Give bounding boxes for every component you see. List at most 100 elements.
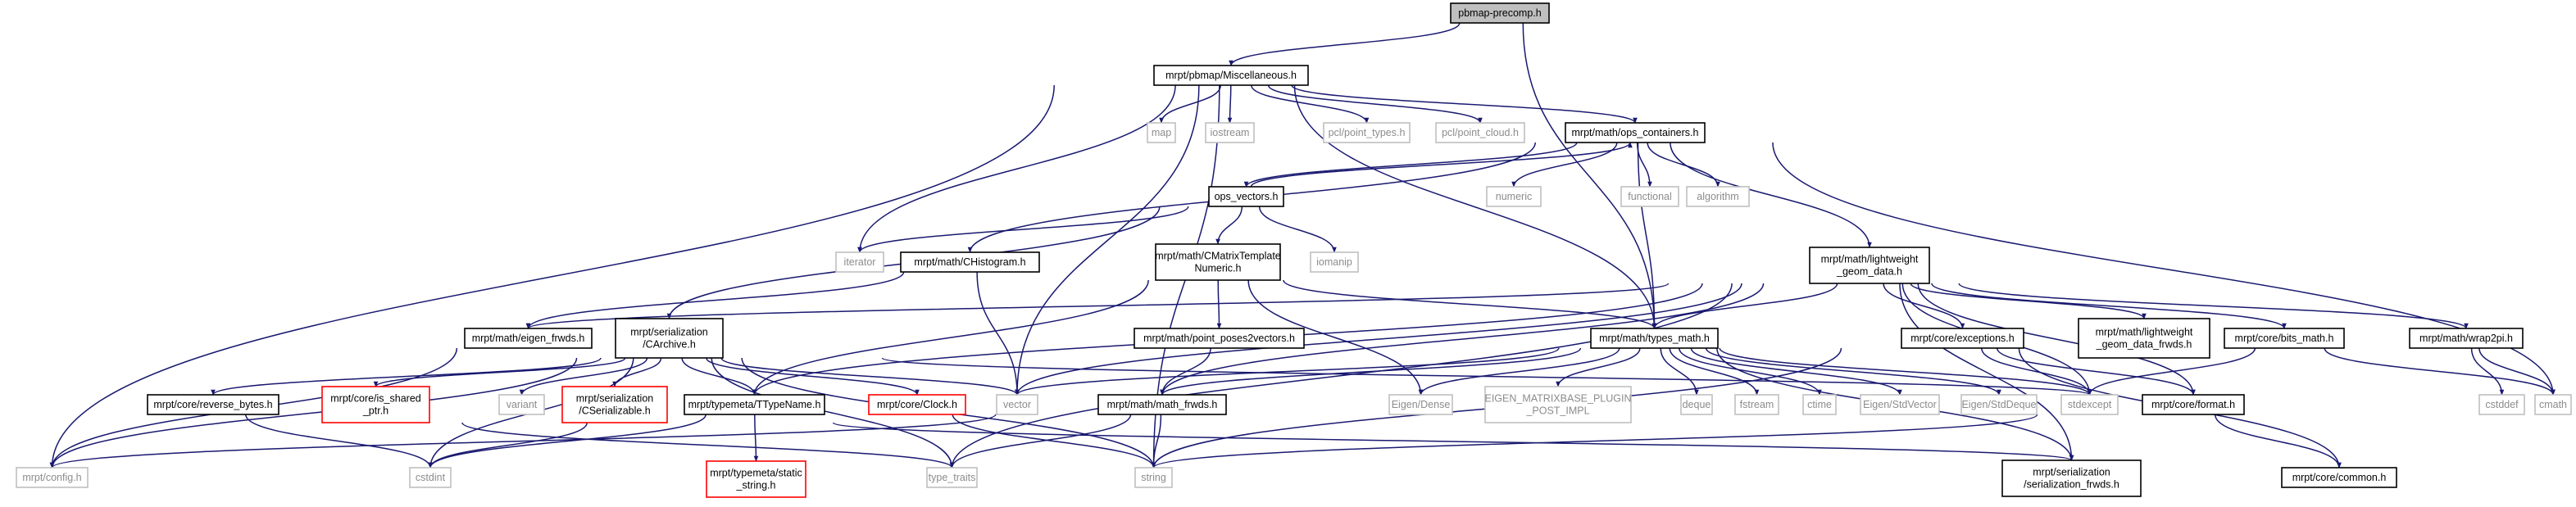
edge-line <box>1670 142 1872 248</box>
edge-carchive-to-variant <box>519 357 648 396</box>
node-lwgdfwd[interactable]: mrpt/math/lightweight_geom_data_frwds.h <box>2078 318 2210 359</box>
node-iostream: iostream <box>1205 122 1255 143</box>
edge-line <box>526 283 1670 329</box>
node-label: fstream <box>1740 399 1774 410</box>
node-ttypename[interactable]: mrpt/typemeta/TTypeName.h <box>684 394 825 415</box>
edge-line <box>1669 347 1760 396</box>
node-chist[interactable]: mrpt/math/CHistogram.h <box>900 251 1040 273</box>
edge-clock-to-string <box>952 414 1156 469</box>
node-cstdint: cstdint <box>409 467 452 488</box>
node-isshared[interactable]: mrpt/core/is_shared_ptr.h <box>321 386 430 423</box>
node-box <box>1620 186 1679 207</box>
node-label: _geom_data.h <box>1836 266 1902 278</box>
node-label: iterator <box>844 256 876 268</box>
node-label: map <box>1152 127 1171 138</box>
node-box <box>1323 122 1411 143</box>
edge-lwgd-to-typetraits <box>949 283 1733 469</box>
edge-opscont-to-typesmath <box>1637 142 1657 329</box>
edge-opscont-to-numeric <box>1511 142 1618 188</box>
edge-misc-to-opscont <box>1291 84 1638 124</box>
node-box <box>1208 186 1284 207</box>
node-box <box>2142 394 2245 415</box>
edge-wrap2pi-to-cmath <box>2478 347 2556 396</box>
edge-lwgd-to-eigfwd <box>526 283 1670 329</box>
node-box <box>996 394 1038 415</box>
edge-carchive-to-isshared <box>373 357 626 387</box>
node-label: _ptr.h <box>362 405 388 417</box>
node-root[interactable]: pbmap-precomp.h <box>1450 2 1550 24</box>
node-bitsmath[interactable]: mrpt/core/bits_math.h <box>2224 328 2345 349</box>
edge-line <box>1996 347 2196 396</box>
node-label: string <box>1141 472 1166 483</box>
edge-typesmath-to-mathfwd <box>1160 347 1582 396</box>
node-wrap2pi[interactable]: mrpt/math/wrap2pi.h <box>2409 328 2524 349</box>
node-misc[interactable]: mrpt/pbmap/Miscellaneous.h <box>1153 65 1309 86</box>
edge-carchive-to-clock <box>706 357 920 396</box>
edge-root-to-misc <box>1229 22 1461 66</box>
node-label: stdexcept <box>2068 399 2112 410</box>
node-eigfwd[interactable]: mrpt/math/eigen_frwds.h <box>464 328 593 349</box>
node-typesmath[interactable]: mrpt/math/types_math.h <box>1590 328 1719 349</box>
edge-line <box>428 422 588 469</box>
node-label: mrpt/math/eigen_frwds.h <box>472 333 585 344</box>
node-box <box>2478 394 2525 415</box>
edge-wrap2pi-to-cstddef <box>2470 347 2505 396</box>
edge-line <box>461 422 955 469</box>
node-label: mrpt/core/format.h <box>2151 399 2235 410</box>
node-serfwds[interactable]: mrpt/serialization/serialization_frwds.h <box>2001 459 2142 497</box>
node-label: pbmap-precomp.h <box>1458 7 1541 19</box>
node-cserial[interactable]: mrpt/serialization/CSerializable.h <box>561 386 668 423</box>
node-box <box>1901 328 2024 349</box>
node-exceptions[interactable]: mrpt/core/exceptions.h <box>1901 328 2024 349</box>
node-opsvec[interactable]: ops_vectors.h <box>1208 186 1284 207</box>
node-carchive[interactable]: mrpt/serialization/CArchive.h <box>615 318 724 359</box>
node-common[interactable]: mrpt/core/common.h <box>2281 467 2397 488</box>
node-label: cmath <box>2539 399 2567 410</box>
edge-typesmath-to-fstream <box>1669 347 1760 396</box>
node-cmath: cmath <box>2534 394 2572 415</box>
node-opscont[interactable]: mrpt/math/ops_containers.h <box>1565 122 1706 143</box>
node-clock[interactable]: mrpt/core/Clock.h <box>868 394 966 415</box>
edge-line <box>1215 206 1243 245</box>
node-label: mrpt/math/math_frwds.h <box>1107 399 1218 410</box>
node-pcltypes: pcl/point_types.h <box>1323 122 1411 143</box>
edge-line <box>1556 347 1641 387</box>
node-format[interactable]: mrpt/core/format.h <box>2142 394 2245 415</box>
edge-line <box>1660 347 1699 396</box>
edge-line <box>1637 142 1657 329</box>
edge-line <box>949 414 1132 469</box>
edge-cmtn-to-typesmath <box>1283 279 1657 329</box>
edge-chist-to-eigfwd <box>525 271 905 329</box>
node-eigstdvec: Eigen/StdVector <box>1860 394 1940 415</box>
node-box <box>1097 394 1227 415</box>
node-label: /CSerializable.h <box>579 405 651 417</box>
node-lwgd[interactable]: mrpt/math/lightweight_geom_data.h <box>1809 247 1930 284</box>
node-box <box>835 251 884 273</box>
node-mathfwd[interactable]: mrpt/math/math_frwds.h <box>1097 394 1227 415</box>
node-box <box>615 318 724 359</box>
edge-line <box>720 357 1020 396</box>
edge-line <box>1160 347 1582 396</box>
node-map: map <box>1147 122 1176 143</box>
node-label: deque <box>1683 399 1711 410</box>
node-box <box>1134 328 1305 349</box>
edge-misc-to-pclcloud <box>1267 84 1483 124</box>
node-box <box>1565 122 1706 143</box>
node-box <box>868 394 966 415</box>
edge-pp2v-to-mathfwd <box>1160 347 1211 396</box>
node-revbytes[interactable]: mrpt/core/reverse_bytes.h <box>147 394 279 415</box>
node-label: mrpt/serialization <box>576 393 654 405</box>
node-box <box>1734 394 1779 415</box>
edge-line <box>1159 84 1221 124</box>
edge-cserial-to-cstdint <box>428 422 588 469</box>
edge-line <box>1015 347 1560 396</box>
node-box <box>147 394 279 415</box>
edge-carchive-to-stdexcept <box>881 357 2092 396</box>
edge-line <box>2324 347 2556 396</box>
node-staticstr[interactable]: mrpt/typemeta/static_string.h <box>706 460 806 498</box>
node-label: vector <box>1003 399 1031 410</box>
edge-misc-to-pcltypes <box>1251 84 1370 124</box>
node-pp2v[interactable]: mrpt/math/point_poses2vectors.h <box>1134 328 1305 349</box>
node-label: mrpt/math/CMatrixTemplate <box>1155 251 1281 262</box>
